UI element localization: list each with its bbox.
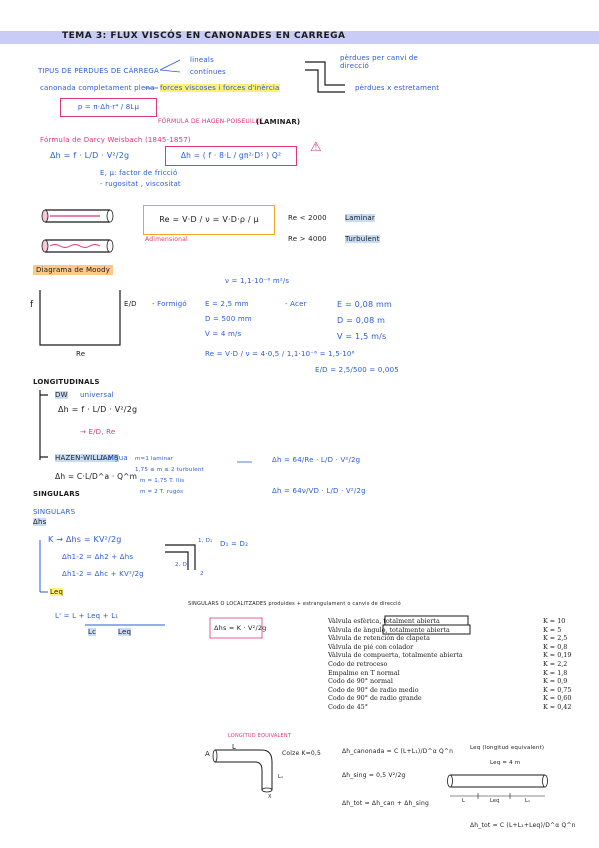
label-lb: L <box>462 798 465 804</box>
colze-label: Colze K=0,5 <box>282 750 321 757</box>
perdues-estret-text: pèrdues x estretament <box>355 84 440 92</box>
singulars-e1: Δh1-2 = Δh2 + Δhs <box>62 553 134 561</box>
dw-eq: Δh = f · L/D · V²/2g <box>58 405 138 414</box>
equiv-eq: L' = L + Leq + L₁ <box>55 612 119 620</box>
aigua-text: Δ aigua <box>100 454 128 462</box>
moody-re: Re <box>76 350 86 358</box>
hw-tag: HAZEN-WILLIAMS <box>55 454 119 462</box>
acer-v: V = 1,5 m/s <box>337 332 387 341</box>
perdues-canvi-text: pèrdues per canvi de direcció <box>340 54 419 70</box>
formigo-d: D = 500 mm <box>205 315 252 323</box>
formigo-v: V = 4 m/s <box>205 330 242 338</box>
darcy-bullet1: E, μ: factor de fricció <box>100 169 178 177</box>
adimensional-label: Adimensional <box>145 236 188 243</box>
singulars-tag: Δhs <box>33 518 47 526</box>
nu-value: ν = 1,1·10⁻⁶ m²/s <box>225 277 290 285</box>
singular-box-eq: Δhs = K · V²/2g <box>214 624 267 632</box>
rel-rough: E/D = 2,5/500 = 0,005 <box>315 366 399 374</box>
laminar-tag: Laminar <box>345 214 375 222</box>
darcy-label: Fórmula de Darcy Weisbach (1845-1857) <box>40 136 191 144</box>
moody-f: f <box>30 300 34 310</box>
hw-note3: m = 1,75 T. llis <box>140 478 185 484</box>
longitudinals-heading: LONGITUDINALS <box>33 378 100 386</box>
canonada-label: canonada completament plena <box>40 84 155 92</box>
hagen-label: FÓRMULA DE HAGEN-POISEUILLE <box>158 118 264 125</box>
moody-eps: E/D <box>124 300 137 308</box>
long-eq4: Δh_tot = C (L+L₁+Leq)/D^α Q^n <box>470 822 576 829</box>
long-eq3: Δh_tot = Δh_can + Δh_sing <box>342 800 429 807</box>
singulars-sub: SINGULARS <box>33 508 76 516</box>
singulars-e2: Δh1-2 = Δhc + KV²/2g <box>62 570 144 578</box>
pt1: 1, D₁ <box>198 538 213 544</box>
table-row: Vàlvula de compuerta, totalmente abierta… <box>328 651 572 660</box>
label-l1: L₁ <box>278 774 284 780</box>
pt3: 2 <box>200 571 204 577</box>
lc-tag: Lc <box>88 628 97 636</box>
page-title: TEMA 3: FLUX VISCÓS EN CANONADES EN CARR… <box>62 31 346 41</box>
pipe-laminar-drawing <box>41 209 114 223</box>
darcy-bullet2: - rugositat , viscositat <box>100 180 181 188</box>
hw-note2: 1,75 ≤ m ≤ 2 turbulent <box>135 467 204 473</box>
hw-note1: m=1 laminar <box>135 456 174 462</box>
diam-eq: D₁ = D₂ <box>220 540 249 548</box>
moody-tag: Diagrama de Moody <box>33 265 114 275</box>
formigo-label: - Formigó <box>152 300 187 308</box>
laminar-label: (LAMINAR) <box>256 118 301 126</box>
label-l: L <box>232 743 237 751</box>
title-bar <box>0 31 599 44</box>
leq-label: Leq (longitud equivalent) <box>470 745 545 751</box>
universal-text: universal <box>80 391 114 399</box>
formigo-e: E = 2,5 mm <box>205 300 249 308</box>
label-x: X <box>268 794 272 800</box>
turbulent-tag: Turbulent <box>345 235 380 243</box>
long-eq1: Δh_canonada = C (L+L₁)/D^α Q^n <box>342 748 454 755</box>
re-laminar: Re < 2000 <box>288 214 327 222</box>
pt2: 2, D₂ <box>175 562 190 568</box>
leq-tag: Leq <box>50 588 64 596</box>
table-row: Codo de 45°K = 0,42 <box>328 702 572 711</box>
tipus-label: TIPUS DE PÈRDUES DE CÀRREGA <box>38 67 159 75</box>
warning-icon: ⚠ <box>310 140 322 155</box>
label-leqb: Leq <box>490 798 500 804</box>
darcy-box: Δh = ( f · 8·L / gπ²·D⁵ ) Q² <box>165 146 297 166</box>
dw-tag: DW <box>55 391 68 399</box>
continues-text: contínues <box>190 68 226 76</box>
hagen-formula-box: p = π·Δh·r⁴ / 8Lμ <box>60 98 157 117</box>
long-eq2: Δh_sing = 0,5 V²/2g <box>342 772 406 779</box>
leq-tag2: Leq <box>118 628 132 636</box>
singulars-k: K → Δhs = KV²/2g <box>48 535 122 544</box>
acer-label: - Acer <box>285 300 307 308</box>
hw-eq: Δh = C·L/D^a · Q^m <box>55 472 138 481</box>
re-turbulent: Re > 4000 <box>288 235 327 243</box>
forces-text: forces viscoses i forces d'inèrcia <box>160 84 280 92</box>
singular-note: SINGULARS O LOCALITZADES produides + est… <box>188 601 401 607</box>
acer-d: D = 0,08 m <box>337 316 386 325</box>
label-l1b: L₁ <box>525 798 531 804</box>
pipe-turbulent-drawing <box>41 239 114 253</box>
reynolds-box: Re = V·D / ν = V·D·ρ / μ <box>143 205 275 235</box>
re-example: Re = V·D / ν = 4·0,5 / 1,1·10⁻⁶ = 1,5·10… <box>205 350 355 358</box>
hw-note4: m = 2 T. rugós <box>140 489 184 495</box>
leq-value: Leq = 4 m <box>490 760 521 766</box>
lineals-text: lineals <box>190 56 214 64</box>
acer-e: E = 0,08 mm <box>337 300 392 309</box>
singulars-heading: SINGULARS <box>33 490 81 498</box>
label-a: A <box>205 750 210 758</box>
laminar-eq1: Δh = 64/Re · L/D · V²/2g <box>272 456 361 464</box>
longitud-heading: LONGITUD EQUIVALENT <box>228 733 292 739</box>
dw-dep: → E/D, Re <box>80 428 116 436</box>
laminar-eq2: Δh = 64ν/VD · L/D · V²/2g <box>272 487 366 495</box>
darcy-eq: Δh = f · L/D · V²/2g <box>50 151 130 160</box>
